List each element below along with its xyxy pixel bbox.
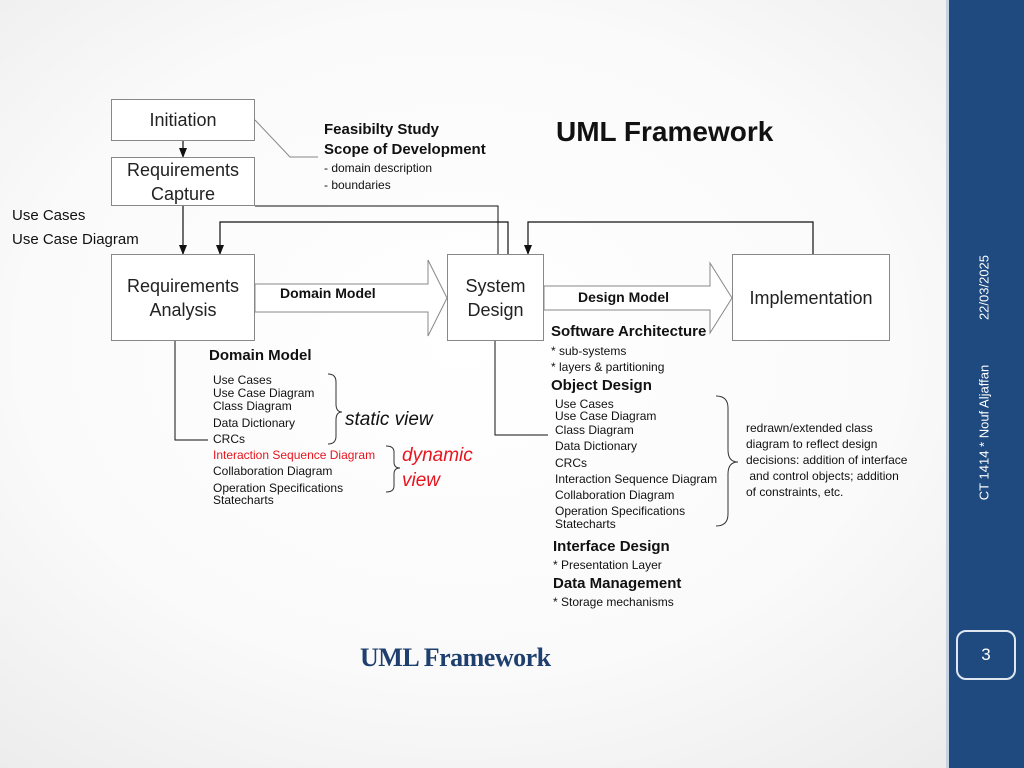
dm-item-interaction-sequence: Interaction Sequence Diagram — [213, 448, 376, 462]
brace-dynamic-view — [385, 445, 401, 493]
od-item-interaction-sequence: Interaction Sequence Diagram — [555, 472, 718, 486]
od-item-class-diagram: Class Diagram — [555, 423, 634, 437]
box-implementation: Implementation — [732, 254, 890, 341]
dynamic-view-line2: view — [402, 470, 441, 491]
diagram-connectors — [174, 119, 814, 527]
scope-of-development: Scope of Development — [324, 141, 486, 158]
block-arrow-design-model — [543, 261, 733, 335]
sub-systems: * sub-systems — [551, 344, 627, 358]
dm-item-operation-specs: Operation Specifications — [213, 481, 344, 495]
od-item-crcs: CRCs — [555, 456, 587, 470]
label-use-cases: Use Cases — [12, 207, 86, 224]
static-view-label: static view — [345, 409, 433, 430]
sidebar-date: 22/03/2025 — [976, 254, 992, 321]
callout-line-feasibility — [254, 119, 318, 158]
dm-item-use-case-diagram: Use Case Diagram — [213, 386, 315, 400]
sidebar-stripe — [946, 0, 949, 768]
dm-item-crcs: CRCs — [213, 432, 245, 446]
box-design-line1: System — [465, 275, 526, 296]
design-note-line5: of constraints, etc. — [746, 485, 844, 499]
object-design-heading: Object Design — [551, 377, 652, 394]
slide-title: UML Framework — [556, 116, 774, 147]
layers-partitioning: * layers & partitioning — [551, 360, 665, 374]
dm-item-statecharts: Statecharts — [213, 493, 274, 507]
footer-title: UML Framework — [360, 643, 551, 672]
software-architecture-heading: Software Architecture — [551, 323, 707, 340]
label-use-case-diagram: Use Case Diagram — [12, 231, 139, 248]
interface-design-heading: Interface Design — [553, 538, 670, 555]
brace-static-view — [327, 373, 343, 445]
dm-item-data-dictionary: Data Dictionary — [213, 416, 296, 430]
feedback-impl-to-design — [524, 221, 814, 255]
design-note-line1: redrawn/extended class — [746, 421, 873, 435]
box-analysis-line1: Requirements — [126, 275, 240, 296]
storage-mechanisms: * Storage mechanisms — [553, 595, 674, 609]
brace-object-design — [715, 395, 739, 527]
dynamic-view-line1: dynamic — [402, 445, 473, 466]
od-item-use-cases: Use Cases — [555, 397, 614, 411]
arrow-label-design-model: Design Model — [578, 289, 670, 305]
domain-description: - domain description — [324, 161, 433, 175]
box-design-line2: Design — [467, 299, 524, 320]
box-implementation-label: Implementation — [749, 287, 873, 308]
od-item-use-case-diagram: Use Case Diagram — [555, 409, 657, 423]
box-initiation: Initiation — [111, 99, 255, 141]
od-item-data-dictionary: Data Dictionary — [555, 439, 638, 453]
box-capture-line2: Capture — [150, 183, 216, 204]
line-design-to-object-design — [494, 341, 548, 436]
od-item-operation-specs: Operation Specifications — [555, 504, 686, 518]
box-initiation-label: Initiation — [149, 110, 217, 130]
box-capture-line1: Requirements — [126, 159, 240, 180]
feedback-design-to-analysis — [216, 221, 509, 255]
block-arrow-domain-model — [254, 259, 448, 337]
arrow-label-domain-model: Domain Model — [280, 285, 376, 301]
line-capture-to-design — [255, 205, 499, 254]
slide-number-frame — [956, 630, 1016, 680]
boundaries: - boundaries — [324, 178, 391, 192]
sidebar — [946, 0, 1024, 768]
od-item-collaboration: Collaboration Diagram — [555, 488, 675, 502]
data-management-heading: Data Management — [553, 575, 682, 592]
dm-item-collaboration: Collaboration Diagram — [213, 464, 333, 478]
design-note-line3: decisions: addition of interface — [746, 453, 908, 467]
slide-number: 3 — [981, 645, 991, 664]
feasibility-study: Feasibilty Study — [324, 121, 440, 138]
dm-item-use-cases: Use Cases — [213, 373, 272, 387]
design-note-line4: and control objects; addition — [746, 469, 899, 483]
box-requirements-analysis: Requirements Analysis — [111, 254, 255, 341]
od-item-statecharts: Statecharts — [555, 517, 616, 531]
design-note-line2: diagram to reflect design — [746, 437, 878, 451]
box-system-design: System Design — [447, 254, 544, 341]
dm-item-class-diagram: Class Diagram — [213, 399, 292, 413]
presentation-layer: * Presentation Layer — [553, 558, 662, 572]
line-analysis-to-domain-model — [174, 341, 208, 441]
box-requirements-capture: Requirements Capture — [111, 157, 255, 206]
domain-model-heading: Domain Model — [209, 347, 312, 364]
box-analysis-line2: Analysis — [149, 299, 217, 320]
sidebar-author: CT 1414 * Nouf Aljaffan — [976, 364, 992, 501]
